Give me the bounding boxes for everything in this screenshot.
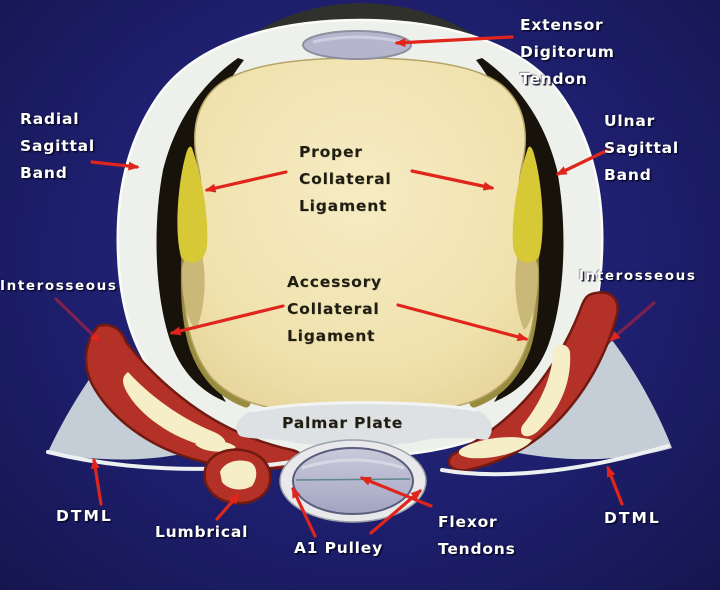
label-lumbrical: Lumbrical <box>155 523 249 541</box>
arrow-dtml-left <box>90 457 103 506</box>
metacarpal-bone <box>184 57 536 412</box>
label-accessory-collateral-ligament: Accessory Collateral Ligament <box>287 273 382 345</box>
dtml-rim-right <box>440 444 670 477</box>
proper-ligament-shape-left <box>177 146 208 263</box>
arrow-dtml-right <box>606 465 624 506</box>
lumbrical-core <box>220 460 257 490</box>
arrow-a1-pulley-left <box>291 486 317 538</box>
flexor-tendon-highlight <box>301 458 405 470</box>
label-ulnar-sagittal-band: Ulnar Sagittal Band <box>604 112 680 184</box>
palmar-plate-band <box>236 403 492 446</box>
muscle-streak-left-long <box>123 372 226 448</box>
arrow-accessory-ligament-left <box>169 304 285 336</box>
joint-cavity-left <box>156 58 244 402</box>
arrow-flexor-tendons <box>359 476 433 508</box>
arrow-proper-ligament-left <box>204 170 288 193</box>
extensor-tendon-oval <box>302 30 412 60</box>
arrow-lumbrical <box>215 493 240 521</box>
arrow-extensor-tendon <box>394 35 514 48</box>
accessory-ligament-shape-left <box>181 249 205 330</box>
muscle-streak-left-small <box>195 440 236 452</box>
label-palmar-plate: Palmar Plate <box>282 414 404 432</box>
proper-ligament-shape-right <box>512 146 543 263</box>
label-radial-sagittal-band: Radial Sagittal Band <box>20 110 96 182</box>
palmar-plate-highlight <box>251 401 477 413</box>
muscle-streak-right-lower <box>458 437 532 459</box>
top-shadow-arc <box>218 3 504 70</box>
tendon-midline <box>295 478 411 481</box>
arrow-accessory-ligament-right <box>396 303 529 342</box>
label-interosseous-left: Interosseous <box>0 278 118 294</box>
arrow-interosseous-right <box>609 301 656 342</box>
arrow-proper-ligament-right <box>410 169 495 191</box>
label-interosseous-right: Interosseous <box>579 268 697 284</box>
flexor-tendons-oval <box>292 447 414 515</box>
extensor-tendon-highlight <box>312 35 402 44</box>
label-a1-pulley: A1 Pulley <box>294 539 384 557</box>
muscle-streak-right-long <box>521 344 571 437</box>
arrow-ulnar-sagittal-band <box>555 146 614 176</box>
joint-cavity-right <box>476 58 564 402</box>
arrow-interosseous-left <box>54 297 101 343</box>
label-extensor-digitorum-tendon: Extensor Digitorum Tendon <box>520 16 615 88</box>
label-flexor-tendons: Flexor Tendons <box>438 513 516 558</box>
pointer-arrows <box>54 35 656 538</box>
arrow-radial-sagittal-band <box>90 160 140 171</box>
label-dtml-left: DTML <box>56 507 113 525</box>
label-proper-collateral-ligament: Proper Collateral Ligament <box>299 143 392 215</box>
accessory-ligament-shape-right <box>515 249 539 330</box>
label-dtml-right: DTML <box>604 509 661 527</box>
